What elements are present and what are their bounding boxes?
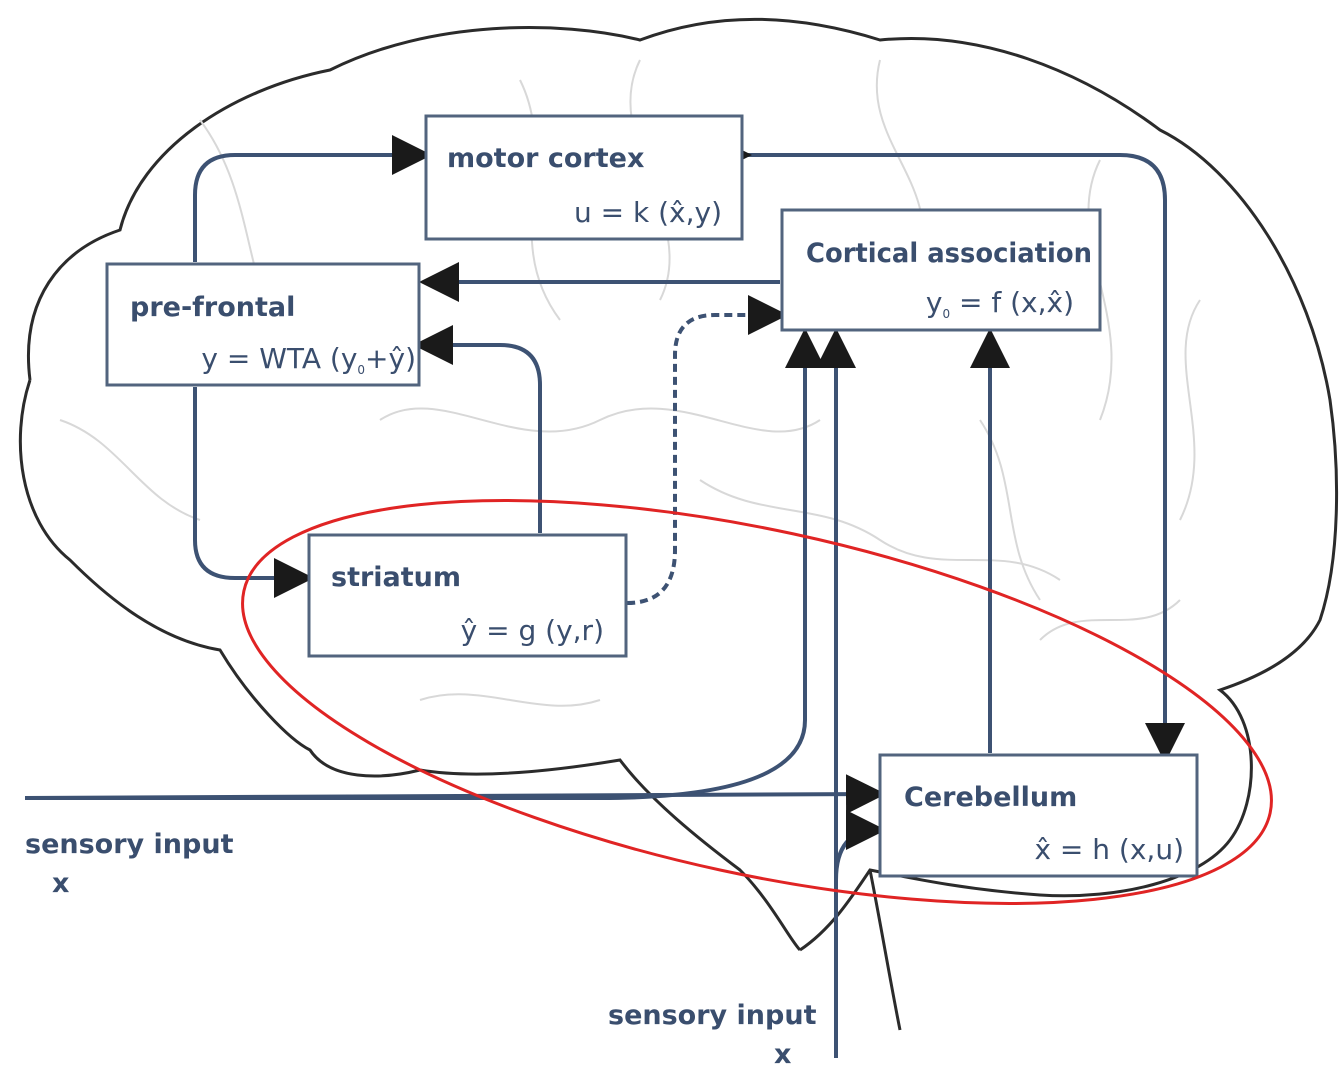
pre-frontal-equation: y = WTA (y0+ŷ) (201, 342, 416, 377)
cerebellum-title: Cerebellum (904, 782, 1077, 813)
left-input-var: x (52, 868, 69, 899)
brain-fold-9 (699, 479, 1061, 581)
brain-fold-8 (379, 407, 821, 433)
brain-fold-7 (59, 419, 201, 521)
arrow-bottom-input-to-cerebellum (834, 810, 886, 881)
arrow-left-input-to-cortical (25, 328, 825, 800)
block-pre-frontal: pre-frontal y = WTA (y0+ŷ) (105, 262, 421, 387)
arrow-left-input-to-cerebellum (24, 774, 886, 815)
block-motor-cortex: motor cortex u = k (x̂,y) (424, 114, 744, 241)
block-cortical-association: Cortical association y0 = f (x,x̂) (780, 208, 1102, 332)
cerebellum-equation: x̂ = h (x,u) (1034, 833, 1184, 866)
striatum-title: striatum (331, 562, 461, 593)
left-input-label: sensory input (25, 829, 234, 860)
pre-frontal-box (105, 262, 421, 387)
arrow-cerebellum-motor-bidirectional (712, 135, 1185, 763)
arrow-prefrontal-to-striatum (193, 387, 314, 598)
arrow-prefrontal-to-motor (193, 135, 432, 262)
motor-cortex-equation: u = k (x̂,y) (574, 196, 722, 229)
brain-outline (18, 17, 1339, 1031)
left-sensory-input-label: sensory input x (25, 829, 234, 899)
bottom-input-label: sensory input (608, 1000, 817, 1031)
pre-frontal-title: pre-frontal (130, 292, 295, 323)
striatum-box (307, 533, 628, 658)
bottom-input-var: x (774, 1039, 791, 1068)
block-cerebellum: Cerebellum x̂ = h (x,u) (878, 753, 1199, 878)
brain-fold-10 (419, 693, 601, 707)
brain-fold-6 (1179, 299, 1201, 521)
arrow-striatum-to-prefrontal (413, 325, 542, 533)
block-striatum: striatum ŷ = g (y,r) (307, 533, 628, 658)
bottom-sensory-input-label: sensory input x (608, 1000, 817, 1068)
cerebellum-box (878, 753, 1199, 878)
cortical-association-title: Cortical association (806, 238, 1092, 269)
cortical-association-equation: y0 = f (x,x̂) (926, 286, 1074, 321)
connections (24, 135, 1185, 1058)
highlight-ellipse (241, 499, 1273, 905)
motor-cortex-title: motor cortex (447, 143, 644, 174)
motor-cortex-box (424, 114, 744, 241)
arrow-striatum-to-cortical-dashed (626, 295, 788, 605)
striatum-equation: ŷ = g (y,r) (461, 614, 604, 647)
cortical-association-box (780, 208, 1102, 332)
